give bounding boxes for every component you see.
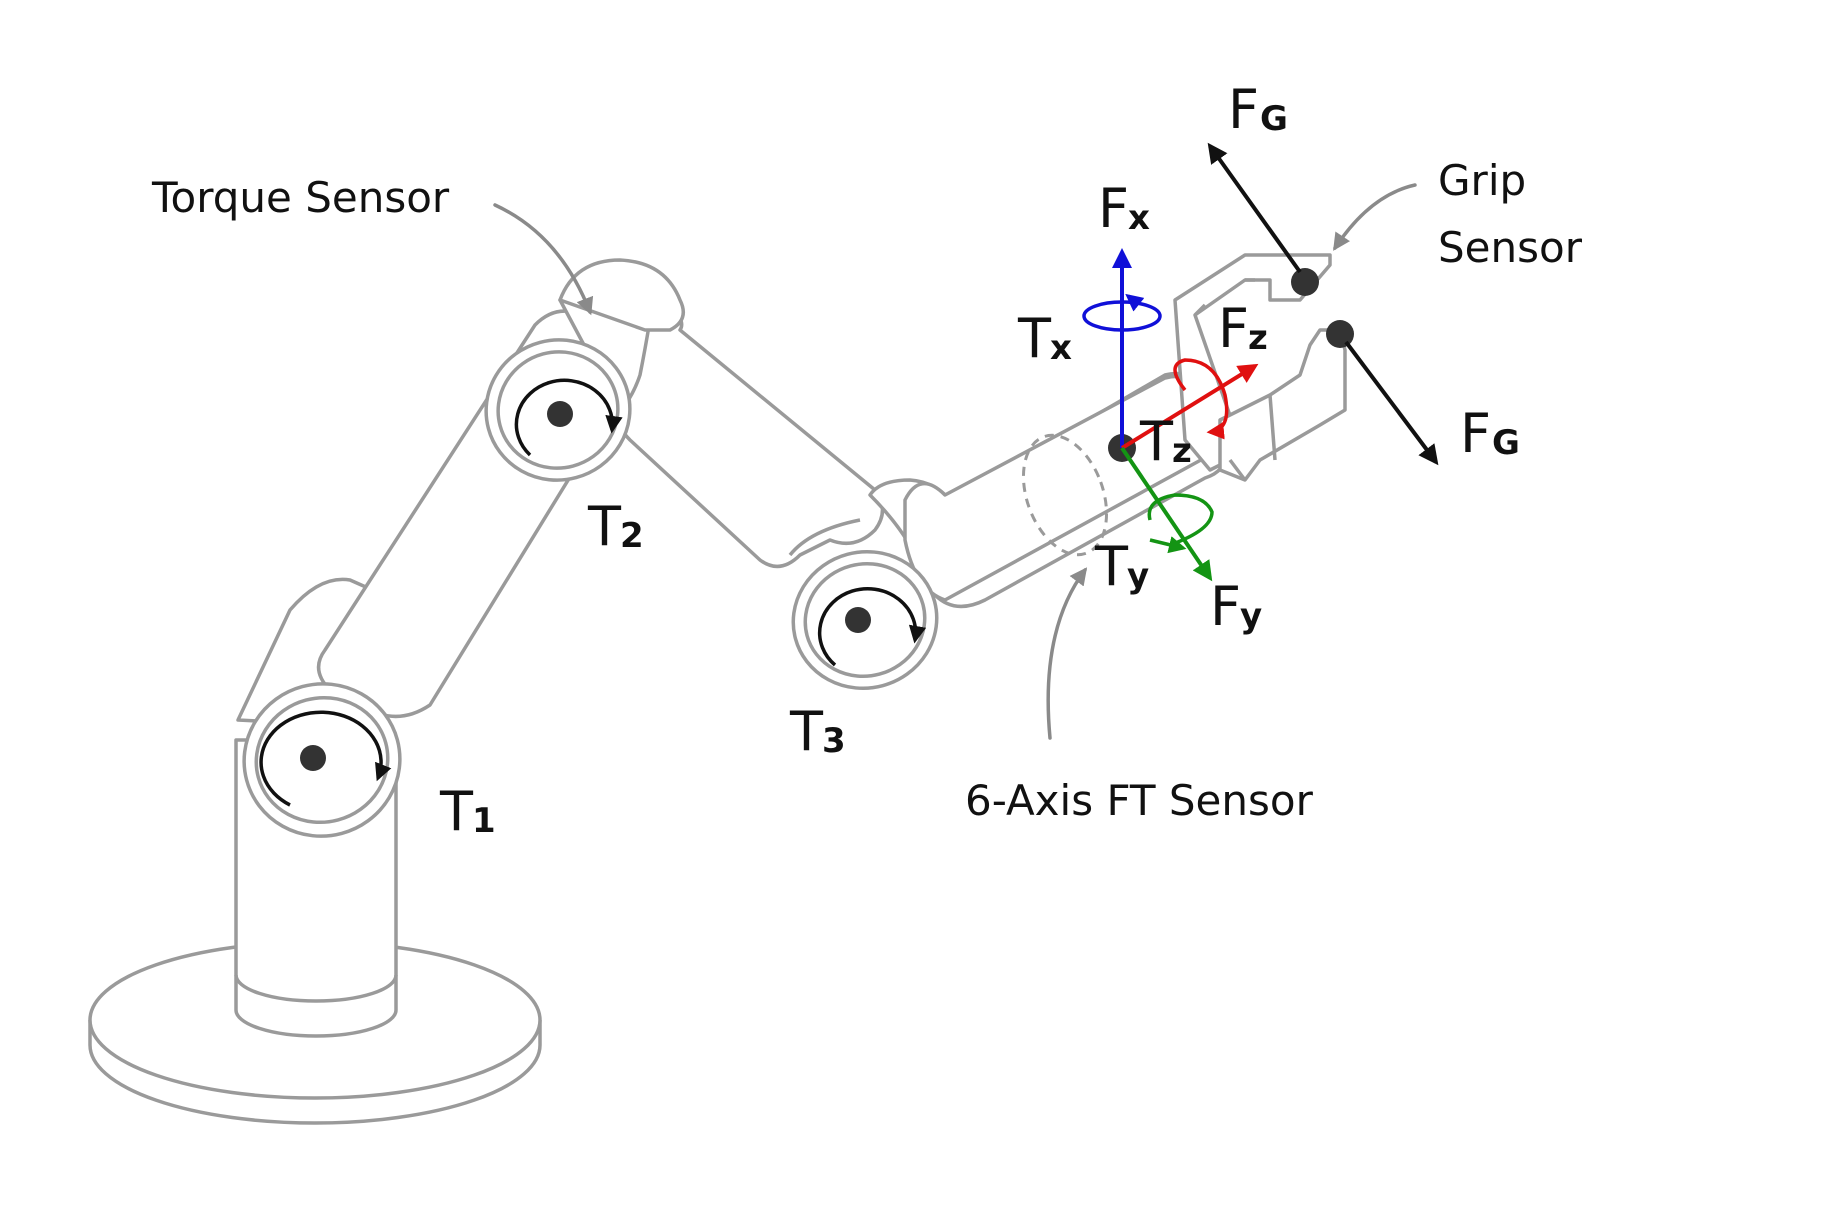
joint-1-pivot xyxy=(300,745,326,771)
symbol-fg-bottom: F G xyxy=(1460,402,1520,465)
fy-letter: F xyxy=(1210,575,1241,638)
fx-letter: F xyxy=(1098,177,1129,240)
tz-subscript: z xyxy=(1172,431,1192,471)
ft-axes xyxy=(1082,248,1259,582)
tx-subscript: x xyxy=(1050,328,1072,368)
fg-top-subscript: G xyxy=(1260,99,1288,139)
symbol-tz: T z xyxy=(1139,410,1192,473)
forearm xyxy=(868,371,1228,609)
ft-sensor-leader xyxy=(1046,567,1088,740)
grip-sensor-leader xyxy=(1333,183,1417,251)
grip-contact-top xyxy=(1291,268,1319,296)
joint-1 xyxy=(242,682,402,838)
t2-subscript: 2 xyxy=(620,516,644,556)
ft-sensor-label: 6-Axis FT Sensor xyxy=(965,776,1314,825)
grip-sensor-label-line1: Grip xyxy=(1438,156,1526,205)
t1-letter: T xyxy=(439,780,474,843)
tz-rotation-arrow xyxy=(1173,358,1229,440)
ty-letter: T xyxy=(1094,535,1129,598)
fz-subscript: z xyxy=(1248,318,1268,358)
fg-top-letter: F xyxy=(1228,78,1259,141)
fz-arrow xyxy=(1120,363,1259,450)
gripper xyxy=(1173,253,1347,482)
fg-bottom-letter: F xyxy=(1460,402,1491,465)
symbol-t2: T 2 xyxy=(587,495,644,558)
ty-subscript: y xyxy=(1127,556,1149,596)
joint-2 xyxy=(484,258,686,482)
t1-subscript: 1 xyxy=(472,801,496,841)
tx-rotation-arrow xyxy=(1125,293,1145,312)
fg-top-arrow xyxy=(1207,142,1302,274)
grip-forces xyxy=(1207,142,1439,466)
fy-arrow xyxy=(1120,446,1213,582)
tx-letter: T xyxy=(1017,307,1052,370)
fz-letter: F xyxy=(1218,297,1249,360)
grip-contact-bottom xyxy=(1326,320,1354,348)
symbol-fz: F z xyxy=(1218,297,1268,360)
fg-bottom-arrow xyxy=(1344,340,1439,466)
ty-rotation-arrow xyxy=(1149,536,1187,554)
symbol-fy: F y xyxy=(1210,575,1262,638)
joint-3 xyxy=(791,549,939,691)
symbol-fg-top: F G xyxy=(1228,78,1288,141)
symbol-fx: F x xyxy=(1098,177,1150,240)
ty-rotation-loop xyxy=(1147,493,1214,547)
symbol-ty: T y xyxy=(1094,535,1149,598)
joint-2-pivot xyxy=(547,401,573,427)
tx-rotation-loop xyxy=(1082,300,1162,332)
joint-2-rotation-arrow xyxy=(514,378,623,457)
symbol-t3: T 3 xyxy=(789,700,846,763)
t2-letter: T xyxy=(587,495,622,558)
t3-subscript: 3 xyxy=(822,721,846,761)
symbol-t1: T 1 xyxy=(439,780,496,843)
fx-subscript: x xyxy=(1128,198,1150,238)
fy-subscript: y xyxy=(1240,596,1262,636)
torque-sensor-leader xyxy=(493,203,594,316)
ft-sensor-ring xyxy=(1021,433,1109,557)
fg-bottom-subscript: G xyxy=(1492,423,1520,463)
tz-letter: T xyxy=(1139,410,1174,473)
joint-3-pivot xyxy=(845,607,871,633)
symbol-tx: T x xyxy=(1017,307,1072,370)
joint-1-rotation-arrow xyxy=(259,710,392,807)
t3-letter: T xyxy=(789,700,824,763)
grip-sensor-label-line2: Sensor xyxy=(1438,223,1583,272)
joint-3-rotation-arrow xyxy=(817,587,927,667)
torque-sensor-label: Torque Sensor xyxy=(151,173,450,222)
